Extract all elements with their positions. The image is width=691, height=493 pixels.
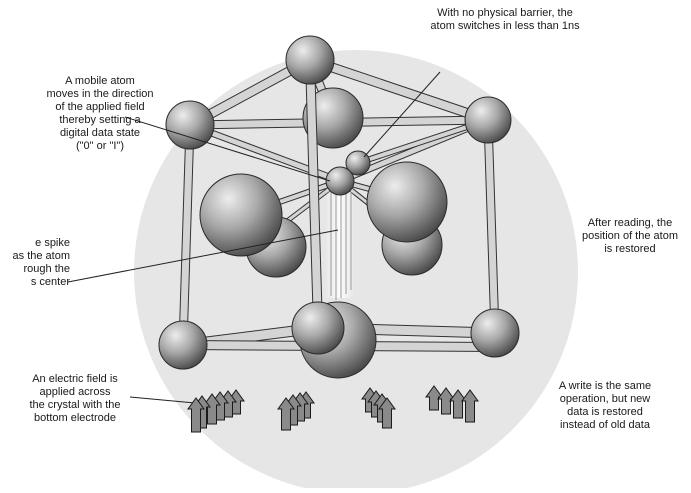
atom	[366, 161, 448, 243]
field-arrow-icon	[378, 397, 396, 429]
label-spike: e spike as the atom rough the s center	[12, 237, 70, 288]
field-arrow-icon	[449, 389, 467, 419]
leader-line-electric-field	[129, 396, 196, 404]
bond	[306, 56, 322, 332]
atom	[464, 96, 512, 144]
atom	[325, 166, 355, 196]
atom	[302, 87, 364, 149]
atom	[165, 100, 215, 150]
atom	[158, 320, 208, 370]
bond	[179, 121, 194, 349]
field-arrow-icon	[461, 389, 479, 423]
bond	[306, 56, 492, 124]
bond	[484, 116, 499, 337]
atom	[285, 35, 335, 85]
lattice-atoms-back	[199, 87, 448, 278]
leader-line-mobile-atom	[124, 116, 331, 182]
field-arrow-icon	[187, 397, 205, 433]
label-barrier: With no physical barrier, the atom switc…	[430, 7, 580, 32]
label-electric-field: An electric field is applied across the …	[29, 373, 121, 424]
atom	[470, 308, 520, 358]
lattice-atoms-front	[158, 35, 520, 379]
label-position-restored: After reading, the position of the atom …	[581, 217, 678, 255]
label-write-operation: A write is the same operation, but new d…	[558, 380, 652, 431]
field-arrow-icon	[277, 397, 295, 431]
label-mobile-atom: A mobile atom moves in the direction of …	[46, 75, 154, 152]
atom	[199, 173, 283, 257]
atom-spike-trail	[325, 188, 355, 300]
leader-line-spike	[67, 229, 339, 283]
background-disc	[134, 50, 578, 493]
leader-lines	[67, 71, 441, 404]
electric-field-arrows	[187, 385, 479, 433]
field-arrow-icon	[425, 385, 443, 411]
field-arrow-icon	[437, 387, 455, 415]
leader-line-barrier	[363, 71, 441, 158]
atom	[291, 301, 345, 355]
